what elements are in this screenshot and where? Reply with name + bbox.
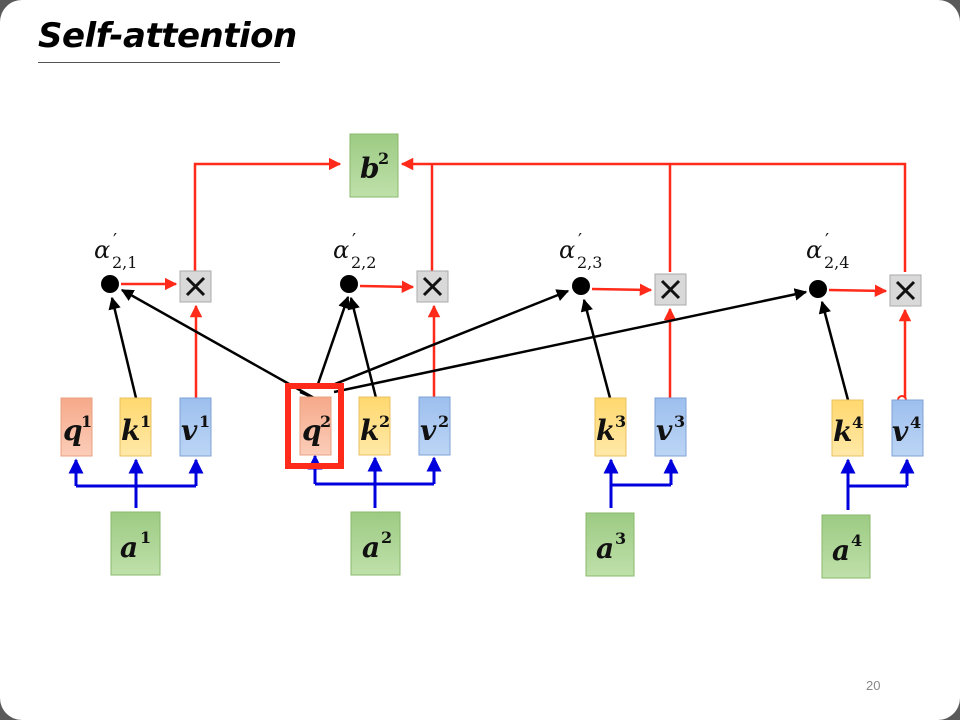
alpha-symbol: α: [94, 236, 110, 264]
score-dot: [572, 277, 590, 295]
multiply-icon: [660, 279, 681, 300]
k-index: 1: [140, 412, 151, 431]
multiply-box-2: [416, 270, 449, 303]
score-dot: [101, 275, 119, 293]
k-symbol: k: [596, 414, 615, 447]
a-symbol: a: [596, 532, 614, 565]
a-symbol: a: [362, 531, 380, 564]
k-index: 3: [615, 412, 626, 431]
output-symbol: b: [360, 152, 380, 185]
v-index: 4: [910, 413, 921, 432]
sum-arrow-from-right: [400, 157, 907, 272]
alpha-symbol: α: [333, 236, 349, 264]
value-to-multiply-arrows: [189, 304, 912, 398]
page-number: 20: [866, 678, 881, 693]
weighted-sum-lines: [193, 157, 907, 272]
value-box-v3: v 3: [654, 397, 687, 457]
input-arrows: [68, 454, 915, 510]
v-index: 2: [438, 412, 449, 431]
value-box-v2: v 2: [418, 396, 451, 456]
k2-to-score2-arrow: [347, 296, 378, 399]
input-box-a3: a 3: [585, 512, 635, 577]
score-to-multiply-arrow: [828, 284, 888, 298]
k3-to-score3-arrow: [580, 298, 612, 399]
sum-arrow-from-col1: [193, 157, 342, 272]
q-symbol: q: [63, 414, 83, 447]
alpha-subscript: 2,4: [824, 253, 849, 272]
a-index: 1: [140, 528, 151, 547]
multiply-icon: [422, 276, 443, 297]
query-box-q1: q 1: [60, 397, 93, 457]
multiply-icon: [895, 280, 916, 301]
a-symbol: a: [120, 531, 138, 564]
multiply-box-3: [654, 273, 687, 306]
k-symbol: k: [833, 415, 852, 448]
alpha-subscript: 2,2: [351, 253, 376, 272]
score-node-2-3: α ′ 2,3: [559, 230, 602, 295]
key-box-k3: k 3: [594, 397, 627, 457]
alpha-subscript: 2,1: [112, 253, 137, 272]
query-highlight-frame: [285, 383, 344, 469]
score-node-2-1: α ′ 2,1: [94, 230, 137, 293]
alpha-prime: ′: [578, 230, 582, 251]
input-box-a4: a 4: [821, 514, 871, 579]
query-box-q2: q 2: [299, 396, 332, 456]
score-node-2-2: α ′ 2,2: [333, 230, 376, 293]
k4-to-score4-arrow: [818, 300, 850, 401]
a-index: 4: [851, 531, 862, 550]
input-box-a1: a 1: [110, 511, 161, 576]
multiply-box-4: [889, 274, 922, 307]
v-symbol: v: [181, 414, 198, 447]
alpha-symbol: α: [806, 236, 822, 264]
q2-to-score2-arrow: [316, 295, 351, 385]
v-index: 3: [674, 412, 685, 431]
score-to-multiply-arrow: [359, 280, 415, 294]
a-index: 3: [615, 529, 626, 548]
q2-to-score4-arrow: [333, 288, 808, 394]
k-index: 2: [379, 412, 390, 431]
value-box-v4: v 4: [891, 399, 924, 457]
k1-to-score-arrow: [108, 296, 138, 399]
multiply-icon: [185, 276, 206, 297]
key-box-k4: k 4: [831, 399, 864, 457]
k-symbol: k: [360, 414, 379, 447]
score-dot: [809, 280, 827, 298]
score-to-multiply-arrow: [591, 283, 653, 297]
output-index: 2: [378, 149, 389, 168]
q-symbol: q: [302, 414, 322, 447]
multiply-box-1: [179, 270, 212, 303]
q2-to-score1-arrow: [120, 288, 315, 400]
alpha-prime: ′: [113, 230, 117, 251]
title-underline: [38, 62, 280, 63]
input-box-a2: a 2: [350, 511, 401, 576]
key-box-k1: k 1: [119, 397, 152, 457]
score-node-2-4: α ′ 2,4: [806, 230, 849, 298]
alpha-symbol: α: [559, 236, 575, 264]
v-symbol: v: [420, 414, 437, 447]
alpha-subscript: 2,3: [577, 253, 602, 272]
output-node-b2: b 2: [349, 133, 399, 198]
slide-title: Self-attention: [38, 16, 297, 56]
score-arrows: [108, 288, 850, 401]
score-dot: [340, 275, 358, 293]
k-symbol: k: [121, 414, 140, 447]
alpha-prime: ′: [825, 230, 829, 251]
q-index: 2: [320, 412, 331, 431]
alpha-prime: ′: [352, 230, 356, 251]
v-symbol: v: [892, 415, 909, 448]
q2-to-score3-arrow: [329, 289, 570, 388]
k-index: 4: [852, 413, 863, 432]
attention-score-row: α ′ 2,1 α ′ 2,2: [94, 230, 922, 307]
key-box-k2: k 2: [358, 396, 391, 456]
v-symbol: v: [656, 414, 673, 447]
q-index: 1: [81, 412, 92, 431]
a-index: 2: [381, 528, 392, 547]
value-box-v1: v 1: [179, 397, 212, 457]
v-index: 1: [199, 412, 210, 431]
a-symbol: a: [832, 534, 850, 567]
